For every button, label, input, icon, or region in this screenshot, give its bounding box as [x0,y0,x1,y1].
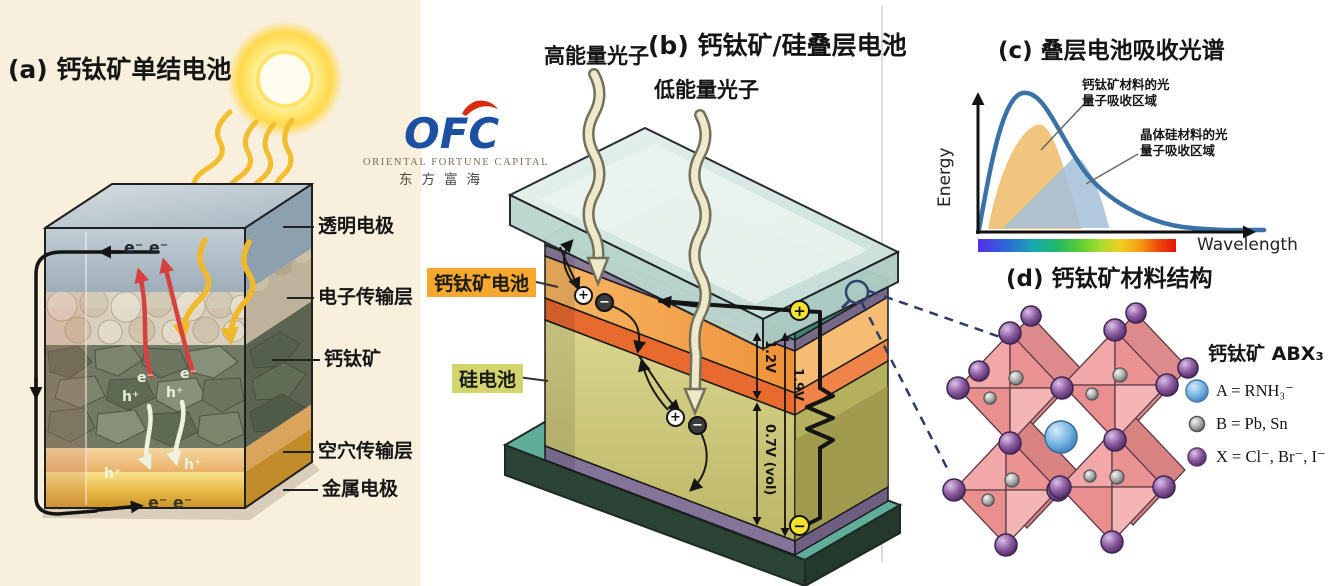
resistor [805,386,835,450]
electron-label: e⁻ [180,366,197,382]
carrier-arrows-a [134,237,256,471]
legend-a-sphere [1185,379,1209,403]
hole-label: h⁺ [166,385,184,401]
x-axis-label: Wavelength [1197,235,1298,255]
negative-charge-badge: − [595,293,614,312]
positive-charge-badge: + [574,286,593,305]
legend-b-label: B = Pb, Sn [1216,414,1288,433]
voltage-dimensions [752,332,790,537]
layer-metal-electrode [45,472,245,508]
circuit-wire-a [29,245,160,516]
voltage-total: 1.9V [790,368,805,402]
annotation-perovskite-line2: 量子吸收区域 [1082,93,1158,108]
magnifier-link [840,279,1021,471]
hole-label: h⁺ [122,389,140,405]
label-perovskite-cell: 钙钛矿电池 [427,268,537,297]
ofc-logo: OFC [404,109,500,158]
hole-label: h⁺ [184,457,202,473]
label-low-energy-photon: 低能量光子 [654,78,759,102]
legend-x-sphere [1187,447,1207,467]
label-silicon-cell: 硅电池 [452,364,524,393]
panel-c-title: (c) 叠层电池吸收光谱 [998,38,1225,64]
a-site-sphere [1044,420,1078,454]
label-hole-transport: 空穴传输层 [318,440,414,462]
electron-label: e⁻ [137,370,154,386]
ofc-logo-subtitle: ORIENTAL FORTUNE CAPITAL [363,157,550,168]
wavelength-colorbar [978,239,1176,252]
label-metal-electrode: 金属电极 [322,478,399,500]
voltage-perovskite: 1.2V [762,340,777,374]
positive-charge-badge: + [666,408,685,427]
b-site-spheres [981,367,1128,507]
sun [227,21,343,137]
ofc-logo-chinese: 东方富海 [399,172,489,187]
logo-swoosh [462,100,498,116]
absorption-chart [971,90,1267,252]
electron-pair-bottom: e⁻ e⁻ [148,493,193,512]
label-perovskite: 钙钛矿 [324,348,382,370]
silicon-absorption-region [1003,156,1110,228]
label-electron-transport: 电子传输层 [318,286,414,308]
annotation-silicon-line2: 量子吸收区域 [1140,143,1216,158]
crystal-structure [942,302,1199,557]
legend-x-label: X = Cl⁻, Br⁻, I⁻ [1216,447,1326,466]
charge-flow-arrows-b [559,239,708,492]
panel-d-title: (d) 钙钛矿材料结构 [1006,266,1213,292]
label-transparent-electrode: 透明电极 [318,215,395,237]
electron-pair-top: e⁻ e⁻ [124,238,169,257]
legend-b-sphere [1188,415,1206,433]
single-junction-cell [42,183,320,520]
label-high-energy-photon: 高能量光子 [544,44,649,68]
y-axis-label: Energy [935,147,955,207]
negative-terminal: − [789,515,810,536]
negative-charge-badge: − [688,416,707,435]
label-leaders-a [272,226,320,491]
legend-a-label: A = RNH₃⁻ [1216,381,1294,400]
x-site-spheres [942,302,1199,557]
hole-label: h⁺ [104,466,122,482]
positive-terminal: + [789,300,810,321]
legend-swatches-d [1185,379,1209,467]
voltage-silicon: 0.7V (vol) [762,424,777,496]
photon-arrows-b [582,68,712,417]
panel-b-title: (b) 钙钛矿/硅叠层电池 [648,31,907,60]
annotation-silicon-line1: 晶体硅材料的光 [1140,127,1228,142]
spectrum-curve [976,90,1267,233]
annotation-perovskite-line1: 钙钛矿材料的光 [1082,77,1170,92]
legend-title: 钙钛矿 ABX₃ [1208,343,1324,365]
panel-a-title: (a) 钙钛矿单结电池 [8,55,232,84]
